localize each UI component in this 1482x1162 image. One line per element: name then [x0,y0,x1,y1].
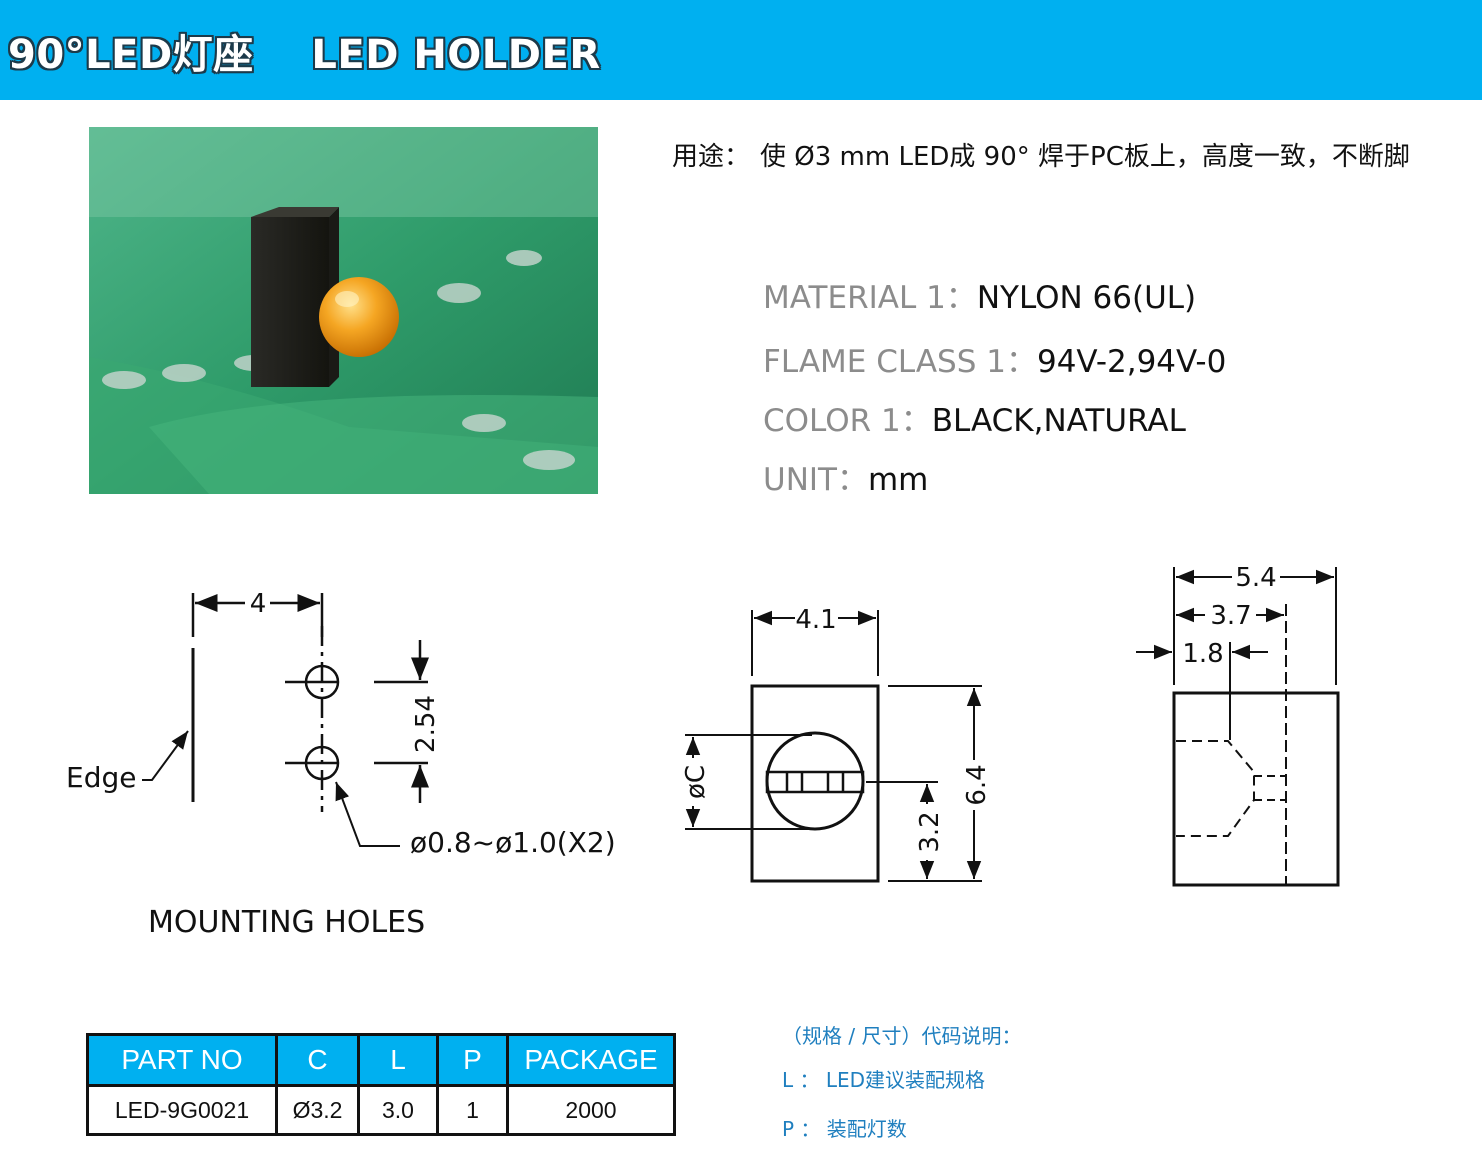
mounting-caption: MOUNTING HOLES [148,905,425,940]
mounting-holes-drawing [142,593,429,847]
side-view-drawing [1136,567,1340,887]
technical-drawing: 4 2.54 Edge ø0.8~ø1.0(X2) MOUNTING HOLES… [66,563,1340,940]
spec-key: COLOR 1： [763,403,932,439]
legend-item-l: L ： LED建议装配规格 [782,1068,986,1092]
col-header-p: P [436,1033,509,1087]
spec-unit: UNIT：mm [763,454,928,499]
dim-side-total: 5.4 [1235,563,1276,593]
spec-flame-class: FLAME CLASS 1：94V-2,94V-0 [763,336,1226,381]
spec-value: BLACK,NATURAL [931,403,1186,439]
spec-value: mm [867,462,929,498]
cell-c: Ø3.2 [275,1084,360,1136]
parts-table: PART NO C L P PACKAGE LED-9G0021 Ø3.2 3.… [86,1033,676,1136]
usage-text: 使 Ø3 mm LED成 90° 焊于PC板上，高度一致，不断脚 [760,142,1410,172]
legend-item-p: P ： 装配灯数 [782,1117,907,1141]
dim-pitch-y: 2.54 [411,695,441,753]
spec-key: UNIT： [763,462,868,498]
spec-value: 94V-2,94V-0 [1036,344,1227,380]
table-header-row: PART NO C L P PACKAGE [86,1033,676,1087]
cell-p: 1 [436,1084,509,1136]
cell-part-no: LED-9G0021 [86,1084,278,1136]
dim-front-center: 3.2 [915,811,945,852]
header-bar: 90°LED灯座 LED HOLDER [0,0,1482,100]
usage-line: 用途： 使 Ø3 mm LED成 90° 焊于PC板上，高度一致，不断脚 [672,136,1410,173]
spec-key: FLAME CLASS 1： [763,344,1037,380]
dim-front-height: 6.4 [962,764,992,805]
dim-front-width: 4.1 [795,605,836,635]
col-header-package: PACKAGE [506,1033,676,1087]
front-view-drawing [685,610,982,883]
table-row: LED-9G0021 Ø3.2 3.0 1 2000 [86,1084,676,1136]
spec-color: COLOR 1：BLACK,NATURAL [763,395,1186,440]
dim-side-short: 1.8 [1182,639,1223,669]
cell-package: 2000 [506,1084,676,1136]
col-header-part-no: PART NO [86,1033,278,1087]
product-photo [89,127,598,494]
cell-l: 3.0 [357,1084,439,1136]
spec-key: MATERIAL 1： [763,280,977,316]
spec-material: MATERIAL 1：NYLON 66(UL) [763,272,1196,317]
edge-label: Edge [66,761,136,794]
page-title: 90°LED灯座 LED HOLDER [8,32,601,78]
col-header-c: C [275,1033,360,1087]
hole-label: ø0.8~ø1.0(X2) [410,826,616,859]
usage-label: 用途： [672,142,751,172]
col-header-l: L [357,1033,439,1087]
dim-side-mid: 3.7 [1210,601,1251,631]
dim-pitch-x: 4 [250,589,267,619]
dim-front-diameter: øC [681,765,711,799]
legend-title: （规格 / 尺寸）代码说明： [782,1024,1022,1048]
spec-value: NYLON 66(UL) [976,280,1197,316]
